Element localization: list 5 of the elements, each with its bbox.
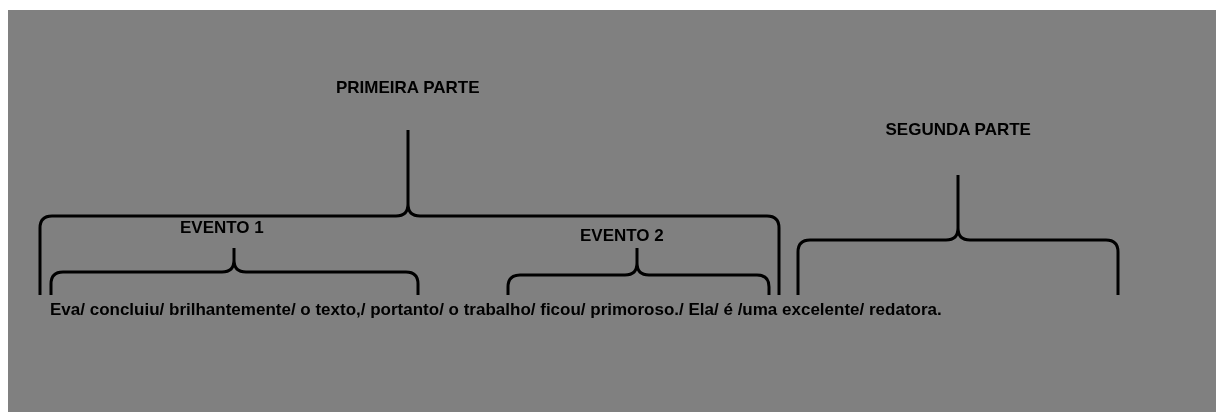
part-heading: SEGUNDA PARTE [885,120,1031,140]
segmented-sentence: Eva/ concluiu/ brilhantemente/ o texto,/ portanto/ o trabalho/ ficou/ primoroso./ Ela/ é /uma excelente/ redatora. [50,300,942,320]
part-heading: PRIMEIRA PARTE [336,78,480,98]
event-heading: EVENTO 2 [580,226,664,246]
event-heading: EVENTO 1 [180,218,264,238]
